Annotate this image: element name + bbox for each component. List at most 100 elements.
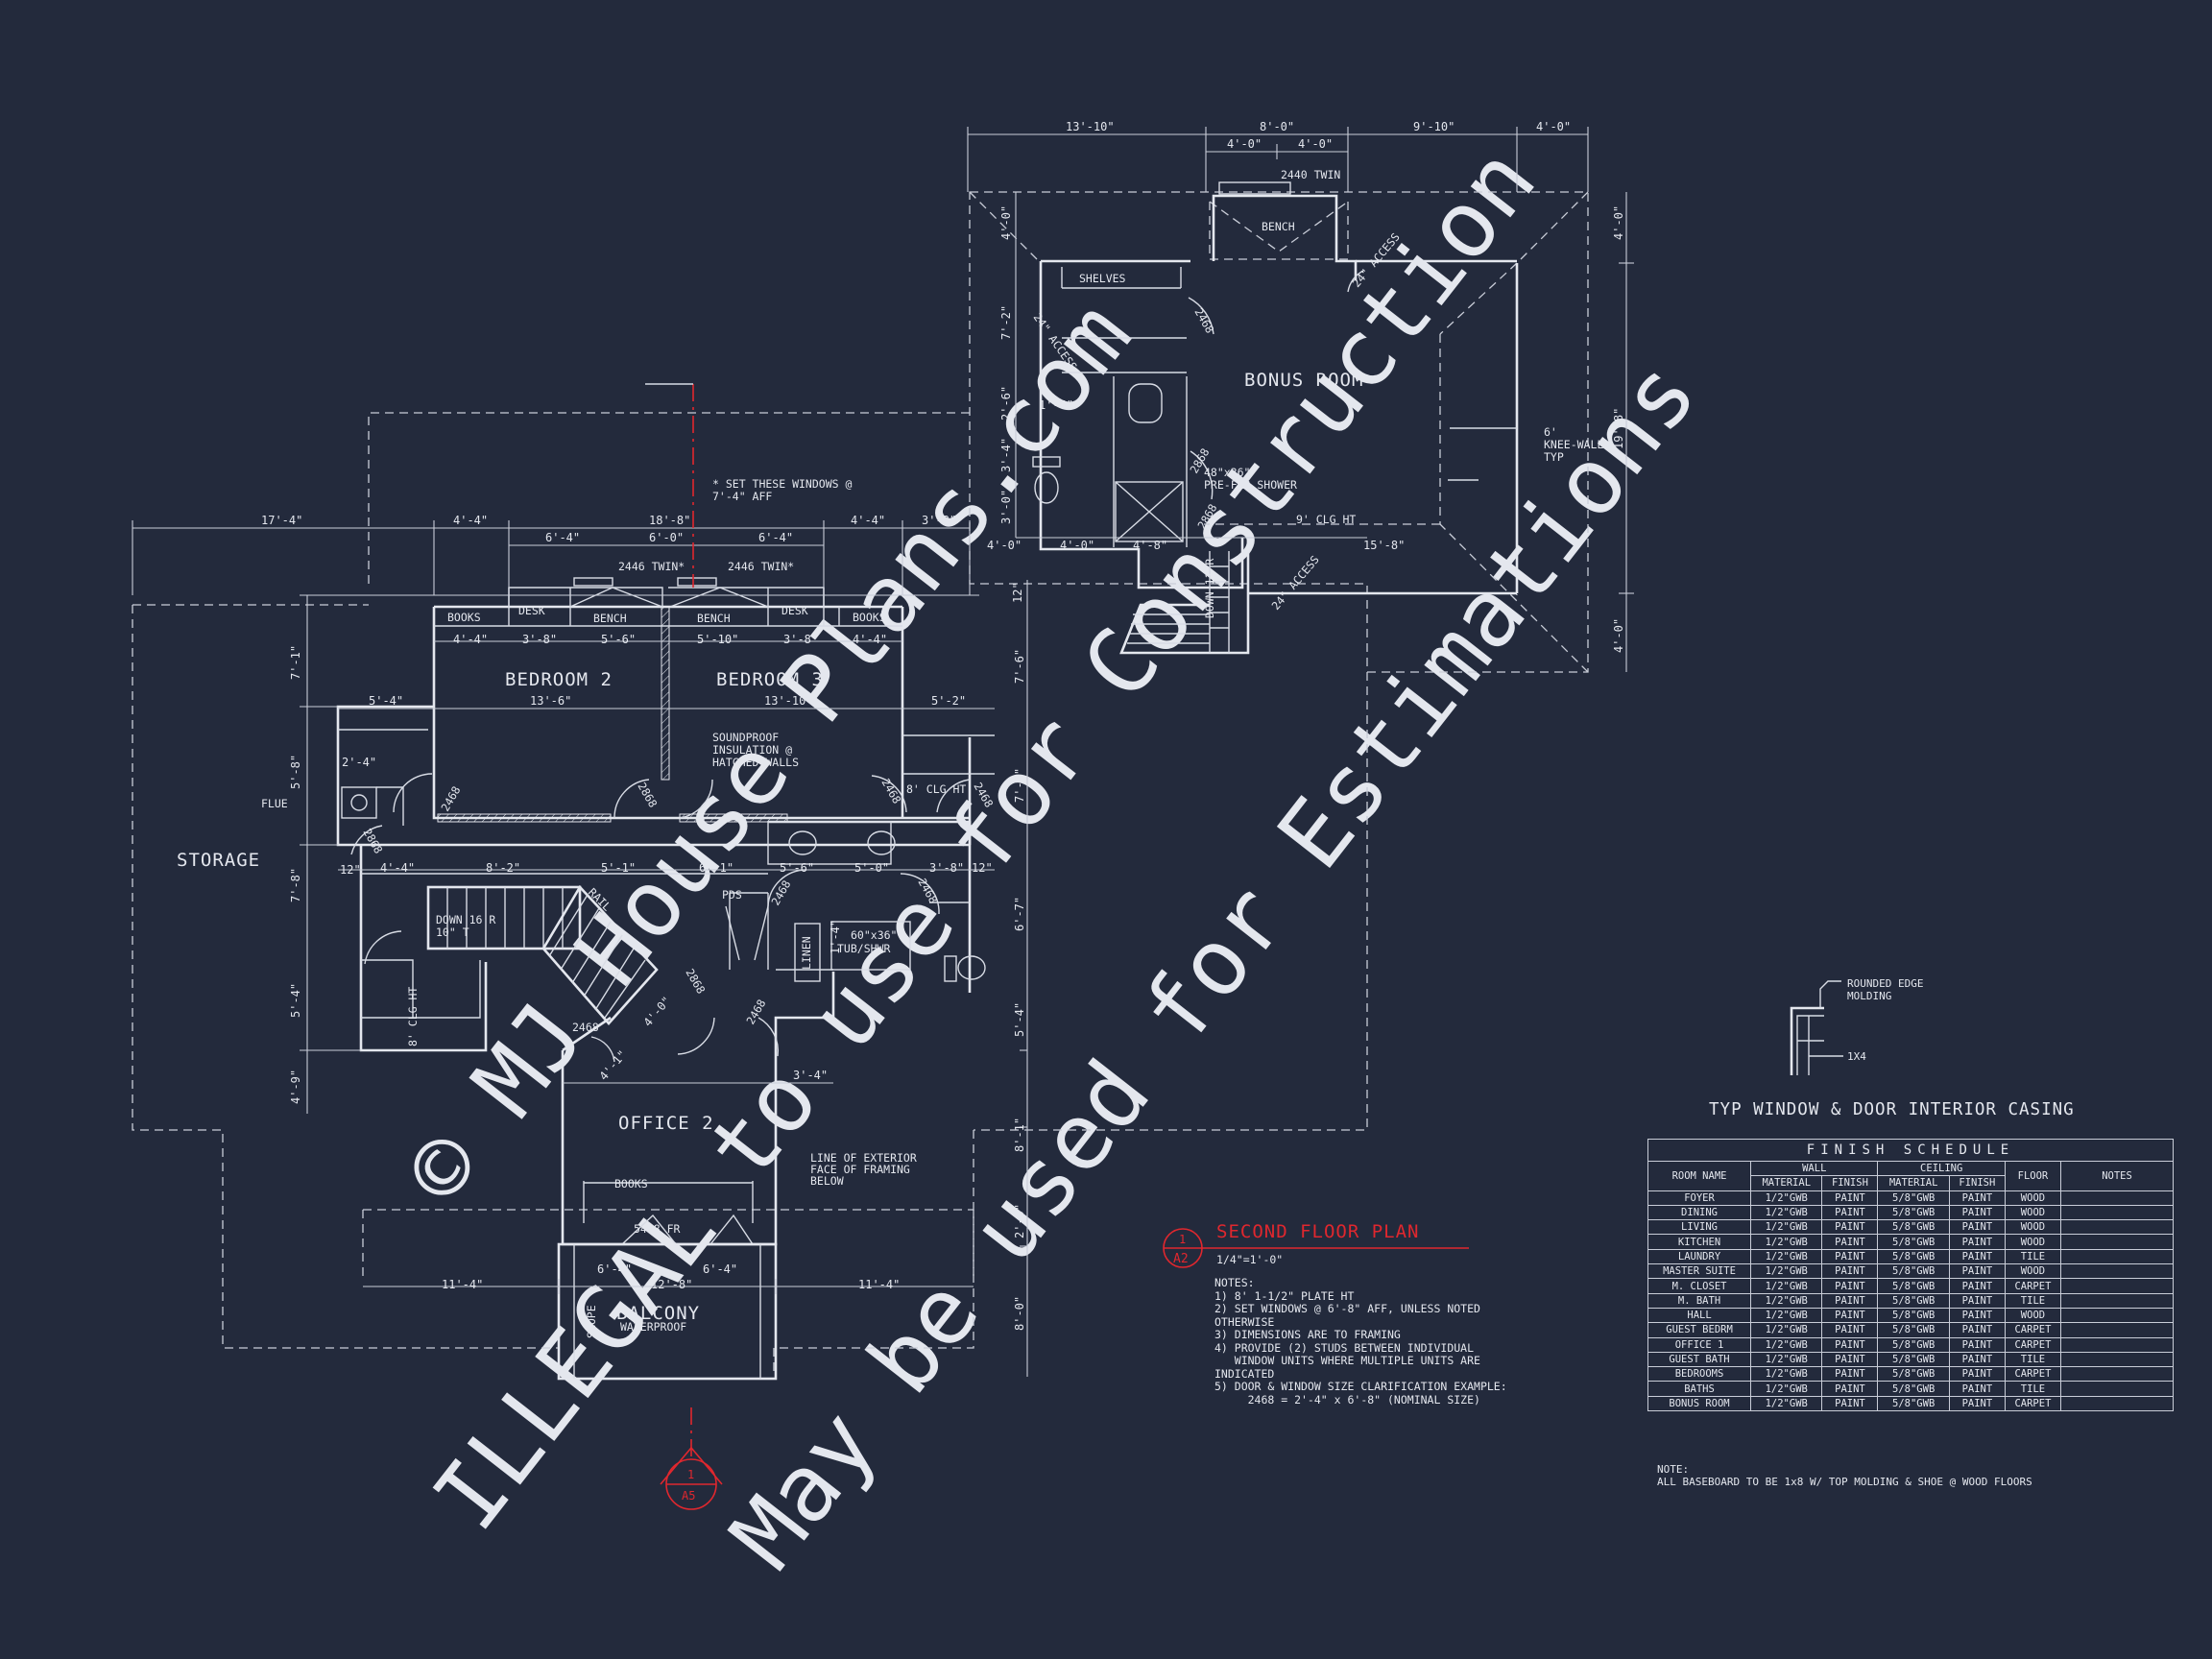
dim-text: 5'-4" [369, 694, 403, 708]
schedule-room-cell: LAUNDRY [1647, 1248, 1752, 1265]
section-cut-line [645, 383, 694, 1459]
dim-text: 13'-10" [764, 694, 813, 708]
schedule-room-cell: GUEST BEDRM [1647, 1322, 1752, 1338]
schedule-cell: 1/2"GWB [1750, 1263, 1823, 1280]
casing-label-rounded: ROUNDED EDGE [1847, 977, 1923, 990]
schedule-header-floor: FLOOR [2004, 1161, 2062, 1191]
dim-text: 1'-4" [1039, 398, 1073, 412]
schedule-cell: PAINT [1821, 1366, 1879, 1382]
casing-label-molding: MOLDING [1847, 990, 1891, 1002]
schedule-room-cell: M. CLOSET [1647, 1278, 1752, 1294]
schedule-cell: PAINT [1821, 1322, 1879, 1338]
schedule-cell: PAINT [1948, 1219, 2006, 1236]
plan-title-number: 1 [1179, 1233, 1186, 1246]
section-marker: 1 A5 [660, 1446, 723, 1510]
casing-label-1x4: 1X4 [1847, 1050, 1866, 1063]
dim-text: 3'-4" [793, 1069, 828, 1082]
schedule-cell [2060, 1190, 2174, 1206]
schedule-title: FINISH SCHEDULE [1647, 1139, 2174, 1162]
schedule-cell: 1/2"GWB [1750, 1336, 1823, 1353]
label-ext-3: BELOW [810, 1174, 844, 1188]
label-desk-left: DESK [518, 604, 545, 617]
dim-text: 4'-0" [1536, 120, 1571, 133]
schedule-cell: WOOD [2004, 1263, 2062, 1280]
schedule-cell: WOOD [2004, 1307, 2062, 1324]
label-ext-2: FACE OF FRAMING [810, 1163, 910, 1176]
schedule-cell: PAINT [1948, 1336, 2006, 1353]
schedule-cell: PAINT [1948, 1204, 2006, 1221]
schedule-cell: 1/2"GWB [1750, 1307, 1823, 1324]
dim-text: 13'-10" [1066, 120, 1115, 133]
schedule-cell: 1/2"GWB [1750, 1204, 1823, 1221]
schedule-cell: WOOD [2004, 1204, 2062, 1221]
schedule-room-cell: BATHS [1647, 1381, 1752, 1397]
schedule-header-material: MATERIAL [1877, 1175, 1950, 1191]
room-bedroom-2: BEDROOM 2 [505, 669, 613, 690]
dim-text: 12" [1011, 582, 1024, 603]
schedule-cell: CARPET [2004, 1336, 2062, 1353]
second-floor-walls [336, 577, 995, 1381]
schedule-cell [2060, 1248, 2174, 1265]
dim-text: 2'-4" [342, 756, 376, 769]
dim-text: 15'-8" [1363, 539, 1405, 552]
schedule-cell: 5/8"GWB [1877, 1322, 1950, 1338]
label-slope: SLOPE [585, 1305, 598, 1338]
schedule-cell: 5/8"GWB [1877, 1248, 1950, 1265]
schedule-cell [2060, 1395, 2174, 1412]
dim-text: 3'-8" [922, 514, 956, 527]
label-bench-bonus: BENCH [1262, 220, 1295, 233]
schedule-cell: PAINT [1948, 1292, 2006, 1309]
schedule-header-finish: FINISH [1948, 1175, 2006, 1191]
note-line: 2) SET WINDOWS @ 6'-8" AFF, UNLESS NOTED [1214, 1302, 1480, 1315]
schedule-room-cell: M. BATH [1647, 1292, 1752, 1309]
schedule-cell: 5/8"GWB [1877, 1263, 1950, 1280]
note-line: 4) PROVIDE (2) STUDS BETWEEN INDIVIDUAL [1214, 1340, 1475, 1355]
dim-text: 7'-8" [289, 868, 302, 902]
schedule-cell: PAINT [1948, 1395, 2006, 1412]
label-books-right: BOOKS [853, 611, 886, 624]
schedule-room-cell: OFFICE 1 [1647, 1336, 1752, 1353]
dim-text: 4'-4" [380, 861, 415, 875]
casing-detail: ROUNDED EDGE MOLDING 1X4 [1790, 977, 1923, 1075]
dimension-text: 13'-10" 8'-0" 4'-0" 4'-0" 9'-10" 4'-0" 1… [261, 120, 1625, 1331]
label-window-note-2: 7'-4" AFF [712, 490, 772, 503]
schedule-cell: PAINT [1821, 1307, 1879, 1324]
label-ext-1: LINE OF EXTERIOR [810, 1151, 917, 1165]
room-balcony: BALCONY [616, 1303, 700, 1324]
plan-notes: SECOND FLOOR PLAN 1/4"=1'-0" NOTES: 1) 8… [1214, 1223, 1531, 1407]
dim-text: 4'-0" [641, 994, 674, 1029]
schedule-cell: 5/8"GWB [1877, 1219, 1950, 1236]
plan-title: SECOND FLOOR PLAN [1216, 1221, 1420, 1242]
label-access-c: 24" ACCESS [1269, 553, 1322, 613]
dim-text: 4'-0" [1060, 539, 1094, 552]
label-knee-1: 6' [1544, 425, 1557, 439]
schedule-cell: PAINT [1948, 1278, 2006, 1294]
dim-text: 5'-10" [697, 633, 738, 646]
section-marker-number: 1 [687, 1468, 694, 1481]
note-line: NOTES: [1214, 1276, 1255, 1289]
schedule-cell: 1/2"GWB [1750, 1190, 1823, 1206]
dim-text: 5'-1" [601, 861, 636, 875]
room-office-2: OFFICE 2 [618, 1113, 714, 1134]
schedule-cell: PAINT [1821, 1263, 1879, 1280]
label-bench-right: BENCH [697, 612, 731, 625]
dim-text: 4'-0" [987, 539, 1022, 552]
schedule-cell: TILE [2004, 1381, 2062, 1397]
schedule-cell: 1/2"GWB [1750, 1381, 1823, 1397]
schedule-cell: 1/2"GWB [1750, 1219, 1823, 1236]
dim-text: 6'-1" [699, 861, 733, 875]
label-bench-left: BENCH [593, 612, 627, 625]
plan-title-marker: 1 A2 [1163, 1228, 1469, 1268]
